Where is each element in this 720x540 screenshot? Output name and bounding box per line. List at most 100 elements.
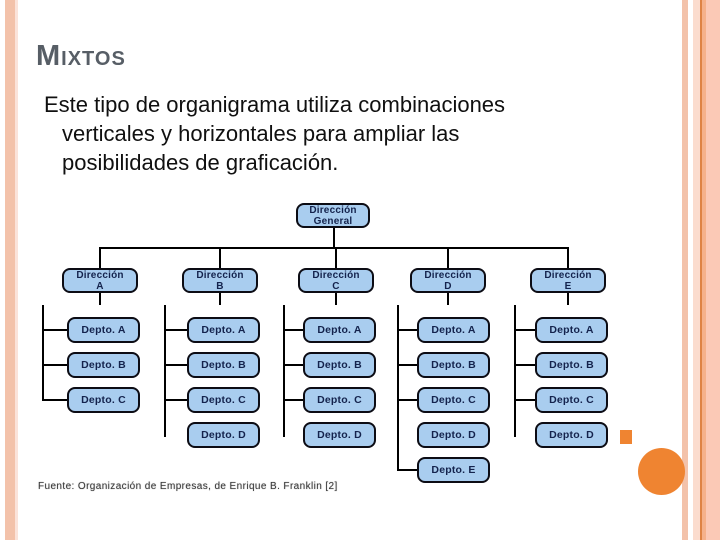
right-stripe-3 (702, 0, 706, 540)
org-node-label: Depto. E (431, 464, 476, 476)
right-stripe-dark-line (700, 0, 702, 540)
branch-stub (283, 399, 303, 401)
body-line: posibilidades de graficación. (62, 150, 339, 175)
org-node-label: B (216, 280, 224, 292)
branch-stub (514, 364, 535, 366)
connector-vline (335, 293, 337, 305)
branch-stub (283, 329, 303, 331)
org-node: Depto. B (303, 352, 376, 378)
org-node: Depto. D (535, 422, 608, 448)
org-node-label: Depto. B (81, 359, 126, 371)
org-node-label: Depto. A (81, 324, 126, 336)
branch-stub (42, 364, 67, 366)
body-paragraph: Este tipo de organigrama utiliza combina… (44, 90, 584, 177)
org-node-label: Depto. D (317, 429, 362, 441)
org-node: Depto. E (417, 457, 490, 483)
org-node: Depto. A (535, 317, 608, 343)
connector-vline (447, 293, 449, 305)
org-node: Depto. C (187, 387, 260, 413)
org-node-label: D (444, 280, 452, 292)
org-node: Depto. B (417, 352, 490, 378)
org-node: Depto. C (67, 387, 140, 413)
org-node-label: Dirección (544, 269, 592, 281)
org-node: Depto. B (187, 352, 260, 378)
branch-stub (164, 329, 187, 331)
org-node-label: General (313, 215, 353, 227)
branch-stub (397, 399, 417, 401)
org-node: Depto. B (535, 352, 608, 378)
org-node-label: Dirección (424, 269, 472, 281)
connector-vline (335, 247, 337, 268)
org-node-label: Depto. C (431, 394, 476, 406)
branch-stub (514, 329, 535, 331)
org-node-label: Depto. A (317, 324, 362, 336)
org-node-label: Depto. D (431, 429, 476, 441)
branch-stub (42, 329, 67, 331)
org-node-label: C (332, 280, 340, 292)
column-rail (42, 305, 44, 401)
org-node: Depto. C (303, 387, 376, 413)
right-stripe-2 (693, 0, 700, 540)
branch-stub (164, 364, 187, 366)
org-node-label: Depto. C (81, 394, 126, 406)
org-node: Depto. A (303, 317, 376, 343)
org-node-label: Depto. D (549, 429, 594, 441)
orange-square-decoration (620, 430, 632, 444)
org-node-label: Depto. D (201, 429, 246, 441)
branch-stub (283, 364, 303, 366)
column-rail (283, 305, 285, 437)
connector-vline (99, 247, 101, 268)
org-node: Depto. D (417, 422, 490, 448)
connector-vline (567, 293, 569, 305)
left-stripe-fade (15, 0, 18, 540)
branch-stub (164, 399, 187, 401)
right-stripe-1 (682, 0, 688, 540)
org-node-label: Dirección (76, 269, 124, 281)
org-node-label: Depto. B (431, 359, 476, 371)
column-rail (397, 305, 399, 471)
org-node-label: E (564, 280, 572, 292)
branch-stub (397, 469, 417, 471)
connector-vline (219, 247, 221, 268)
org-node-label: Depto. A (549, 324, 594, 336)
org-node-label: Depto. C (549, 394, 594, 406)
connector-vline (447, 247, 449, 268)
branch-stub (397, 364, 417, 366)
org-node-label: Depto. B (549, 359, 594, 371)
source-footnote: Fuente: Organización de Empresas, de Enr… (38, 481, 338, 492)
column-rail (514, 305, 516, 437)
body-line: verticales y horizontales para ampliar l… (62, 121, 460, 146)
org-node-label: Dirección (309, 204, 357, 216)
org-node: Depto. D (187, 422, 260, 448)
org-node-label: A (96, 280, 104, 292)
connector-vline (567, 247, 569, 268)
org-node: Depto. C (535, 387, 608, 413)
bus-line (100, 247, 568, 249)
org-node: Depto. A (417, 317, 490, 343)
body-line: Este tipo de organigrama utiliza combina… (44, 92, 506, 117)
right-stripe-band (706, 0, 720, 540)
org-node: Depto. C (417, 387, 490, 413)
branch-stub (42, 399, 67, 401)
org-node-label: Depto. B (201, 359, 246, 371)
connector-vline (99, 293, 101, 305)
connector-vline (219, 293, 221, 305)
root-connector (333, 228, 335, 247)
orange-circle-decoration (638, 448, 685, 495)
org-node-label: Depto. B (317, 359, 362, 371)
page-title: Mixtos (36, 40, 126, 72)
left-stripe (5, 0, 15, 540)
branch-stub (397, 329, 417, 331)
org-node-label: Depto. A (201, 324, 246, 336)
column-rail (164, 305, 166, 437)
org-node-label: Depto. A (431, 324, 476, 336)
org-node: Depto. A (187, 317, 260, 343)
